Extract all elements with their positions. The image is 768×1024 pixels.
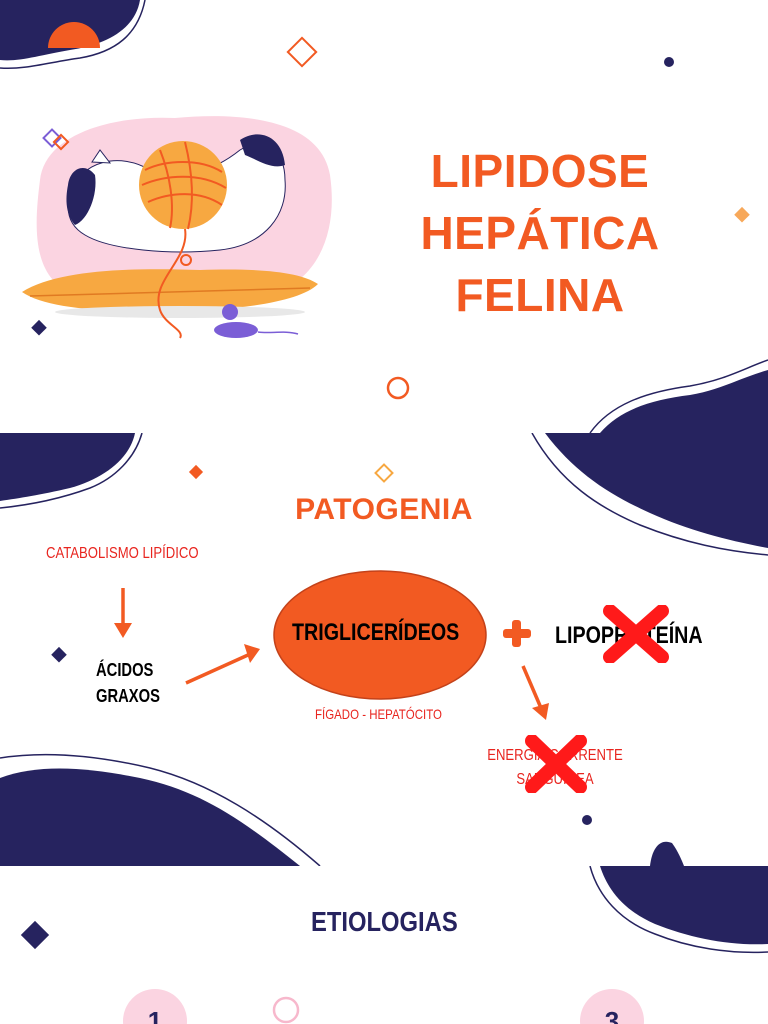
- pathogenesis-slide-decor: [0, 433, 768, 866]
- navy-blob-top-right: [545, 433, 768, 548]
- wave-outline: [589, 359, 768, 433]
- triglycerides-ellipse: [273, 570, 487, 700]
- etiologies-slide: ETIOLOGIAS 1 3: [0, 866, 768, 1024]
- liver-label-wrap: FÍGADO - HEPATÓCITO: [315, 706, 470, 722]
- badge-number-3: 3: [604, 1006, 620, 1024]
- title-slide-decor: [0, 0, 768, 433]
- arrow-down-catabolism: [114, 588, 132, 638]
- orange-ring: [386, 376, 410, 400]
- badge-1-bg: [123, 989, 187, 1024]
- diamond-orange: [188, 464, 204, 480]
- diamond-navy: [31, 319, 47, 336]
- navy-shape-bottom-right: [650, 841, 684, 866]
- title-line-2: FELINA: [455, 269, 625, 321]
- x-mark-icon: [603, 605, 669, 663]
- title-slide: LIPIDOSE HEPÁTICA FELINA: [0, 0, 768, 433]
- etiologies-slide-decor: [20, 866, 768, 1024]
- catabolism-label-wrap: CATABOLISMO LIPÍDICO: [46, 545, 232, 563]
- pathogenesis-heading: PATOGENIA: [295, 493, 473, 526]
- blob-outline: [0, 433, 143, 509]
- wave-outline: [0, 753, 321, 866]
- diamond-small-orange: [734, 206, 750, 223]
- blob-outline: [0, 0, 146, 70]
- navy-blob-top-left: [0, 433, 135, 501]
- badge-3-bg: [580, 989, 644, 1024]
- liver-label: FÍGADO - HEPATÓCITO: [315, 706, 442, 722]
- diamond-outline-orange: [286, 36, 318, 68]
- pink-ring: [272, 996, 300, 1024]
- catabolism-label: CATABOLISMO LIPÍDICO: [46, 545, 199, 562]
- navy-wave-bottom-left: [0, 768, 300, 866]
- cat-illustration: [22, 116, 332, 339]
- fatty-acids-label: ÁCIDOS GRAXOS: [96, 660, 160, 706]
- diamond-navy: [51, 646, 67, 663]
- title-line-1: LIPIDOSE HEPÁTICA: [420, 145, 660, 259]
- arrow-to-energy: [521, 665, 549, 720]
- etiologies-heading: ETIOLOGIAS: [310, 906, 458, 937]
- triglycerides-label-wrap: TRIGLICERÍDEOS: [292, 619, 496, 647]
- diamond-outline-yellow: [374, 463, 394, 483]
- badge-number-1: 1: [147, 1006, 163, 1024]
- pathogenesis-slide: PATOGENIA CATABOLISMO LIPÍDICO ÁCIDOS GR…: [0, 433, 768, 866]
- navy-blob-top-right: [600, 866, 768, 945]
- navy-wave-bottom-right: [600, 370, 768, 433]
- presentation-title: LIPIDOSE HEPÁTICA FELINA: [330, 140, 750, 326]
- navy-dot: [664, 57, 674, 67]
- x-mark-icon: [525, 735, 587, 793]
- arrow-to-triglycerides: [185, 644, 260, 685]
- orange-semicircle: [48, 22, 100, 48]
- triglycerides-label: TRIGLICERÍDEOS: [292, 619, 460, 646]
- blob-outline: [531, 433, 768, 556]
- diamond-navy: [20, 920, 50, 950]
- navy-dot: [582, 815, 592, 825]
- blob-outline: [589, 866, 768, 954]
- plus-icon: [503, 620, 531, 647]
